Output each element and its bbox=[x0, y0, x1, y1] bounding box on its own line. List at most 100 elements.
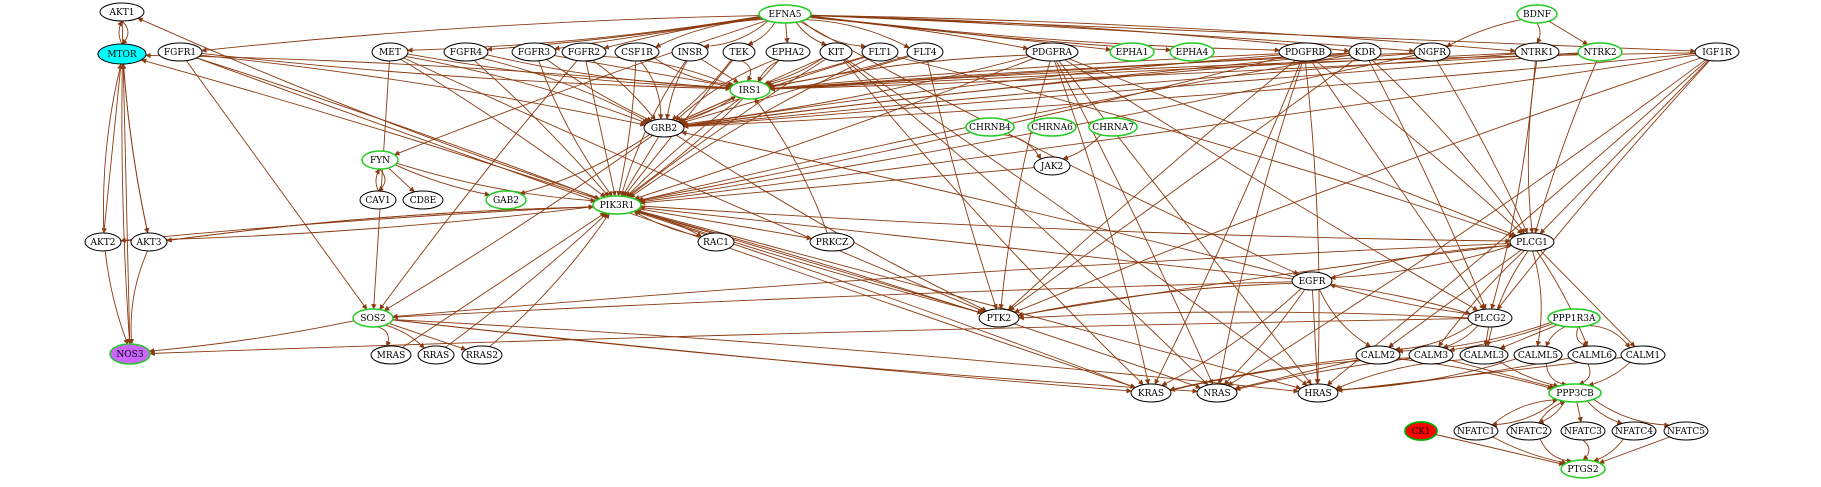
node-pdgfra[interactable]: PDGFRA bbox=[1025, 42, 1079, 62]
node-ptk2[interactable]: PTK2 bbox=[978, 308, 1020, 328]
node-epha4[interactable]: EPHA4 bbox=[1169, 42, 1215, 62]
node-calml3[interactable]: CALML3 bbox=[1459, 345, 1509, 365]
node-flt1[interactable]: FLT1 bbox=[861, 42, 899, 62]
node-ptgs2-shape bbox=[1560, 459, 1606, 479]
node-insr[interactable]: INSR bbox=[671, 42, 709, 62]
node-gab2[interactable]: GAB2 bbox=[485, 190, 527, 210]
edge-ppp3cb-nfatc5 bbox=[1593, 398, 1670, 428]
node-irs1[interactable]: IRS1 bbox=[729, 80, 771, 100]
node-kdr[interactable]: KDR bbox=[1348, 42, 1382, 62]
node-fgfr1[interactable]: FGFR1 bbox=[157, 42, 203, 62]
node-ppp3cb[interactable]: PPP3CB bbox=[1548, 383, 1602, 403]
node-nos3-shape bbox=[109, 343, 151, 365]
node-egfr[interactable]: EGFR bbox=[1291, 271, 1333, 291]
edge-csf1r-grb2 bbox=[639, 60, 664, 120]
node-bdnf[interactable]: BDNF bbox=[1516, 4, 1558, 24]
node-cav1[interactable]: CAV1 bbox=[359, 190, 397, 210]
node-nfatc2[interactable]: NFATC2 bbox=[1506, 421, 1552, 441]
node-mtor[interactable]: MTOR bbox=[97, 43, 147, 65]
edge-efna5-csf1r bbox=[655, 18, 765, 48]
node-epha1[interactable]: EPHA1 bbox=[1109, 42, 1155, 62]
node-flt1-shape bbox=[861, 42, 899, 62]
node-cd8e[interactable]: CD8E bbox=[402, 190, 444, 210]
edge-kdr-plcg1 bbox=[1371, 59, 1525, 234]
edge-ppp1r3a-calml5 bbox=[1545, 326, 1566, 348]
node-hras[interactable]: HRAS bbox=[1297, 383, 1339, 403]
node-egfr-label: EGFR bbox=[1299, 277, 1326, 287]
node-plcg1[interactable]: PLCG1 bbox=[1509, 232, 1555, 252]
edge-plcg1-sos2 bbox=[392, 242, 1511, 319]
node-epha2[interactable]: EPHA2 bbox=[765, 42, 811, 62]
node-fgfr4[interactable]: FGFR4 bbox=[443, 42, 489, 62]
edge-sos2-mras bbox=[377, 326, 392, 347]
node-ppp1r3a[interactable]: PPP1R3A bbox=[1547, 308, 1601, 328]
node-grb2[interactable]: GRB2 bbox=[643, 118, 685, 138]
edge-calm2-nras bbox=[1234, 359, 1360, 391]
node-nfatc1[interactable]: NFATC1 bbox=[1453, 421, 1499, 441]
edge-fyn-cav1 bbox=[377, 168, 386, 192]
node-akt3[interactable]: AKT3 bbox=[130, 232, 168, 252]
node-sos2[interactable]: SOS2 bbox=[352, 308, 394, 328]
node-fyn[interactable]: FYN bbox=[361, 150, 399, 170]
node-ck1[interactable]: CK1 bbox=[1404, 421, 1438, 441]
node-nfatc4[interactable]: NFATC4 bbox=[1611, 421, 1657, 441]
node-calm3[interactable]: CALM3 bbox=[1408, 345, 1454, 365]
node-chrna6[interactable]: CHRNA6 bbox=[1027, 117, 1077, 137]
node-calm2[interactable]: CALM2 bbox=[1355, 345, 1401, 365]
node-igf1r-label: IGF1R bbox=[1702, 48, 1732, 58]
node-rac1[interactable]: RAC1 bbox=[697, 232, 735, 252]
node-met[interactable]: MET bbox=[371, 42, 409, 62]
edge-efna5-insr bbox=[703, 20, 769, 49]
node-ntrk1[interactable]: NTRK1 bbox=[1514, 42, 1560, 62]
node-jak2[interactable]: JAK2 bbox=[1033, 156, 1071, 176]
node-calm1[interactable]: CALM1 bbox=[1620, 345, 1666, 365]
node-nos3[interactable]: NOS3 bbox=[109, 343, 151, 365]
edge-csf1r-irs1 bbox=[653, 57, 735, 88]
node-fgfr4-label: FGFR4 bbox=[450, 48, 482, 58]
node-csf1r[interactable]: CSF1R bbox=[614, 42, 660, 62]
edge-igf1r-grb2 bbox=[683, 53, 1696, 130]
edge-tek-grb2 bbox=[671, 59, 732, 121]
node-fgfr2[interactable]: FGFR2 bbox=[561, 42, 607, 62]
node-pik3r1[interactable]: PIK3R1 bbox=[592, 195, 642, 215]
edge-jak2-pik3r1 bbox=[639, 167, 1035, 206]
node-nras[interactable]: NRAS bbox=[1196, 383, 1238, 403]
node-akt2-label: AKT2 bbox=[90, 238, 116, 248]
node-nfatc3[interactable]: NFATC3 bbox=[1560, 421, 1606, 441]
node-kras[interactable]: KRAS bbox=[1130, 383, 1172, 403]
node-calml5[interactable]: CALML5 bbox=[1513, 345, 1563, 365]
node-ngfr[interactable]: NGFR bbox=[1413, 42, 1451, 62]
node-flt4[interactable]: FLT4 bbox=[906, 42, 944, 62]
node-kras-label: KRAS bbox=[1138, 389, 1164, 399]
edge-egfr-kras bbox=[1161, 288, 1302, 386]
node-rras[interactable]: RRAS bbox=[417, 345, 455, 365]
edge-chrna7-jak2 bbox=[1062, 134, 1102, 161]
node-ntrk2[interactable]: NTRK2 bbox=[1577, 42, 1623, 62]
node-efna5[interactable]: EFNA5 bbox=[758, 4, 812, 24]
node-chrnb4[interactable]: CHRNB4 bbox=[965, 117, 1015, 137]
node-fgfr3[interactable]: FGFR3 bbox=[511, 42, 557, 62]
node-nfatc5[interactable]: NFATC5 bbox=[1663, 421, 1709, 441]
edge-pdgfrb-kras bbox=[1154, 60, 1302, 385]
node-rras2[interactable]: RRAS2 bbox=[461, 345, 503, 365]
edge-sos2-nos3 bbox=[148, 320, 355, 354]
node-ntrk2-label: NTRK2 bbox=[1583, 48, 1616, 58]
node-flt4-shape bbox=[906, 42, 944, 62]
node-nfatc5-shape bbox=[1663, 421, 1709, 441]
node-chrna7[interactable]: CHRNA7 bbox=[1088, 117, 1138, 137]
edge-pik3r1-rac1 bbox=[633, 210, 703, 237]
node-tek[interactable]: TEK bbox=[722, 42, 756, 62]
node-kit[interactable]: KIT bbox=[819, 42, 853, 62]
node-calml6[interactable]: CALML6 bbox=[1567, 345, 1617, 365]
edge-plcg2-calm2 bbox=[1394, 323, 1474, 352]
node-ptgs2[interactable]: PTGS2 bbox=[1560, 459, 1606, 479]
edge-fgfr2-grb2 bbox=[592, 59, 656, 121]
node-pdgfrb[interactable]: PDGFRB bbox=[1278, 42, 1332, 62]
node-igf1r[interactable]: IGF1R bbox=[1694, 42, 1740, 62]
edge-pdgfra-hras bbox=[1058, 60, 1312, 385]
node-plcg2[interactable]: PLCG2 bbox=[1467, 308, 1513, 328]
node-akt2[interactable]: AKT2 bbox=[84, 232, 122, 252]
node-mras[interactable]: MRAS bbox=[370, 345, 412, 365]
node-akt1[interactable]: AKT1 bbox=[99, 2, 145, 22]
node-prkcz[interactable]: PRKCZ bbox=[809, 232, 855, 252]
